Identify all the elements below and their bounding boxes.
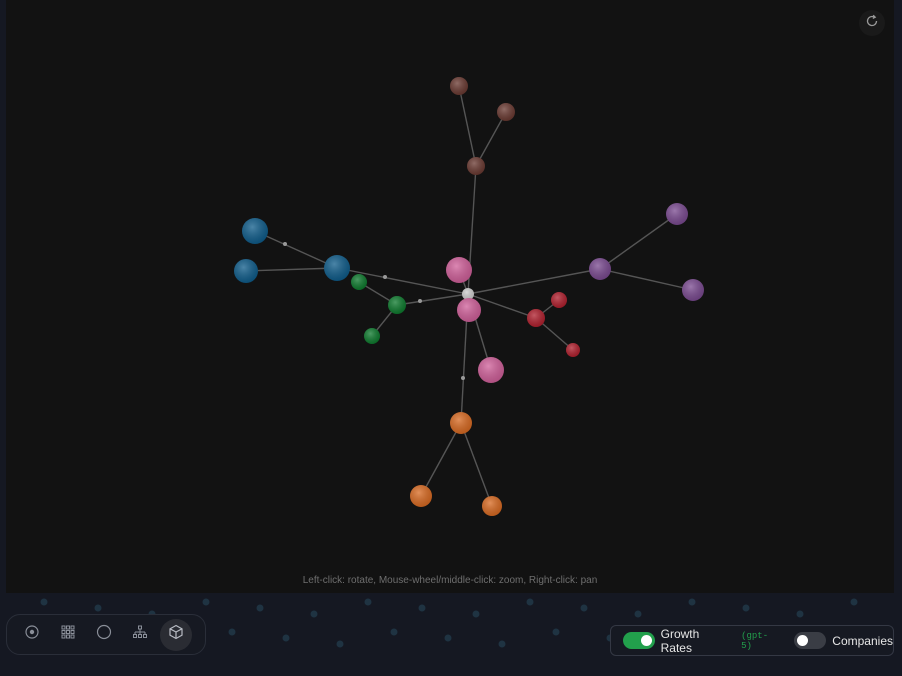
model-badge: (gpt-5): [741, 630, 769, 651]
graph-node-blue1[interactable]: [242, 218, 268, 244]
graph-edge: [396, 293, 469, 306]
3d-view-button[interactable]: [160, 618, 192, 651]
graph-node-brown2[interactable]: [497, 103, 515, 121]
graph-edge: [467, 268, 601, 295]
graph-node-orange-hub[interactable]: [450, 412, 472, 434]
graph-edge: [458, 85, 477, 167]
graph-node-blue2[interactable]: [234, 259, 258, 283]
graph-edge: [599, 268, 694, 291]
circle-view-icon: [96, 624, 112, 645]
reset-view-button[interactable]: [859, 10, 885, 36]
graph-node-orange2[interactable]: [482, 496, 502, 516]
graph-edge: [245, 267, 338, 272]
tree-view-icon: [132, 624, 148, 645]
graph-node-pink3[interactable]: [478, 357, 504, 383]
graph-node-center[interactable]: [462, 288, 474, 300]
companies-switch[interactable]: [794, 632, 827, 649]
graph-edge: [599, 213, 678, 270]
grid-view-button[interactable]: [52, 619, 84, 651]
circle-view-button[interactable]: [88, 619, 120, 651]
graph-node-blue-hub[interactable]: [324, 255, 350, 281]
graph-node-brown-hub[interactable]: [467, 157, 485, 175]
graph-node-pink2[interactable]: [457, 298, 481, 322]
graph-edge: [420, 422, 462, 497]
graph-node-green2[interactable]: [364, 328, 380, 344]
radial-view-icon: [24, 624, 40, 645]
grid-view-icon: [60, 624, 76, 645]
graph-edge: [254, 230, 338, 269]
growth-rates-toggle[interactable]: Growth Rates (gpt-5): [623, 627, 778, 655]
rotate-reset-icon: [865, 14, 879, 33]
edge-particle: [383, 275, 387, 279]
graph-node-red1[interactable]: [551, 292, 567, 308]
graph-node-red-hub[interactable]: [527, 309, 545, 327]
graph-edge: [475, 111, 507, 167]
view-mode-switcher: [6, 614, 206, 655]
graph-node-red2[interactable]: [566, 343, 580, 357]
graph-node-purple1[interactable]: [666, 203, 688, 225]
edge-particle: [418, 299, 422, 303]
companies-toggle[interactable]: Companies: [794, 632, 893, 649]
graph-edge: [467, 293, 537, 319]
network-graph-3d[interactable]: [6, 0, 894, 593]
edge-particle: [461, 376, 465, 380]
overlay-toggles: Growth Rates (gpt-5) Companies: [610, 625, 894, 656]
controls-hint: Left-click: rotate, Mouse-wheel/middle-c…: [302, 575, 598, 586]
graph-node-green1[interactable]: [351, 274, 367, 290]
3d-view-icon: [168, 624, 184, 645]
graph-edge: [336, 267, 469, 295]
edge-particle: [283, 242, 287, 246]
graph-node-purple2[interactable]: [682, 279, 704, 301]
growth-rates-label: Growth Rates: [660, 626, 700, 655]
graph-node-purple-hub[interactable]: [589, 258, 611, 280]
graph-viewport[interactable]: [6, 0, 894, 593]
graph-node-brown1[interactable]: [450, 77, 468, 95]
graph-node-green-hub[interactable]: [388, 296, 406, 314]
tree-view-button[interactable]: [124, 619, 156, 651]
graph-node-pink1[interactable]: [446, 257, 472, 283]
graph-edge: [460, 422, 493, 507]
growth-rates-switch[interactable]: [623, 632, 655, 649]
radial-view-button[interactable]: [16, 619, 48, 651]
companies-label: Companies: [832, 633, 893, 648]
graph-node-orange1[interactable]: [410, 485, 432, 507]
